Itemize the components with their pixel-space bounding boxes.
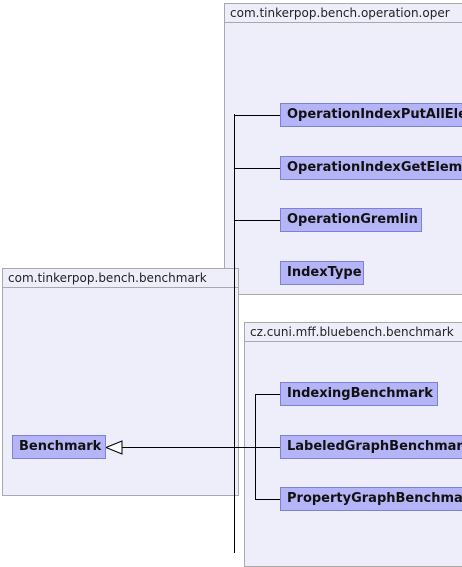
generalization-arrowhead [104,440,123,455]
class-operation-index-put-all[interactable]: OperationIndexPutAllEle [280,103,462,127]
class-index-type[interactable]: IndexType [280,261,364,285]
relationship-lines [104,114,280,553]
class-property-graph-benchmark[interactable]: PropertyGraphBenchma [280,487,462,511]
package-title: com.tinkerpop.bench.benchmark [3,269,238,288]
class-operation-gremlin[interactable]: OperationGremlin [280,208,422,232]
package-title: com.tinkerpop.bench.operation.oper [225,4,462,23]
class-operation-index-get[interactable]: OperationIndexGetElem [280,156,462,180]
package-title: cz.cuni.mff.bluebench.benchmark [245,323,462,342]
class-benchmark[interactable]: Benchmark [12,435,106,459]
package-operation: com.tinkerpop.bench.operation.oper [224,3,462,295]
class-indexing-benchmark[interactable]: IndexingBenchmark [280,382,438,406]
class-labeled-graph-benchmark[interactable]: LabeledGraphBenchmar [280,435,462,459]
